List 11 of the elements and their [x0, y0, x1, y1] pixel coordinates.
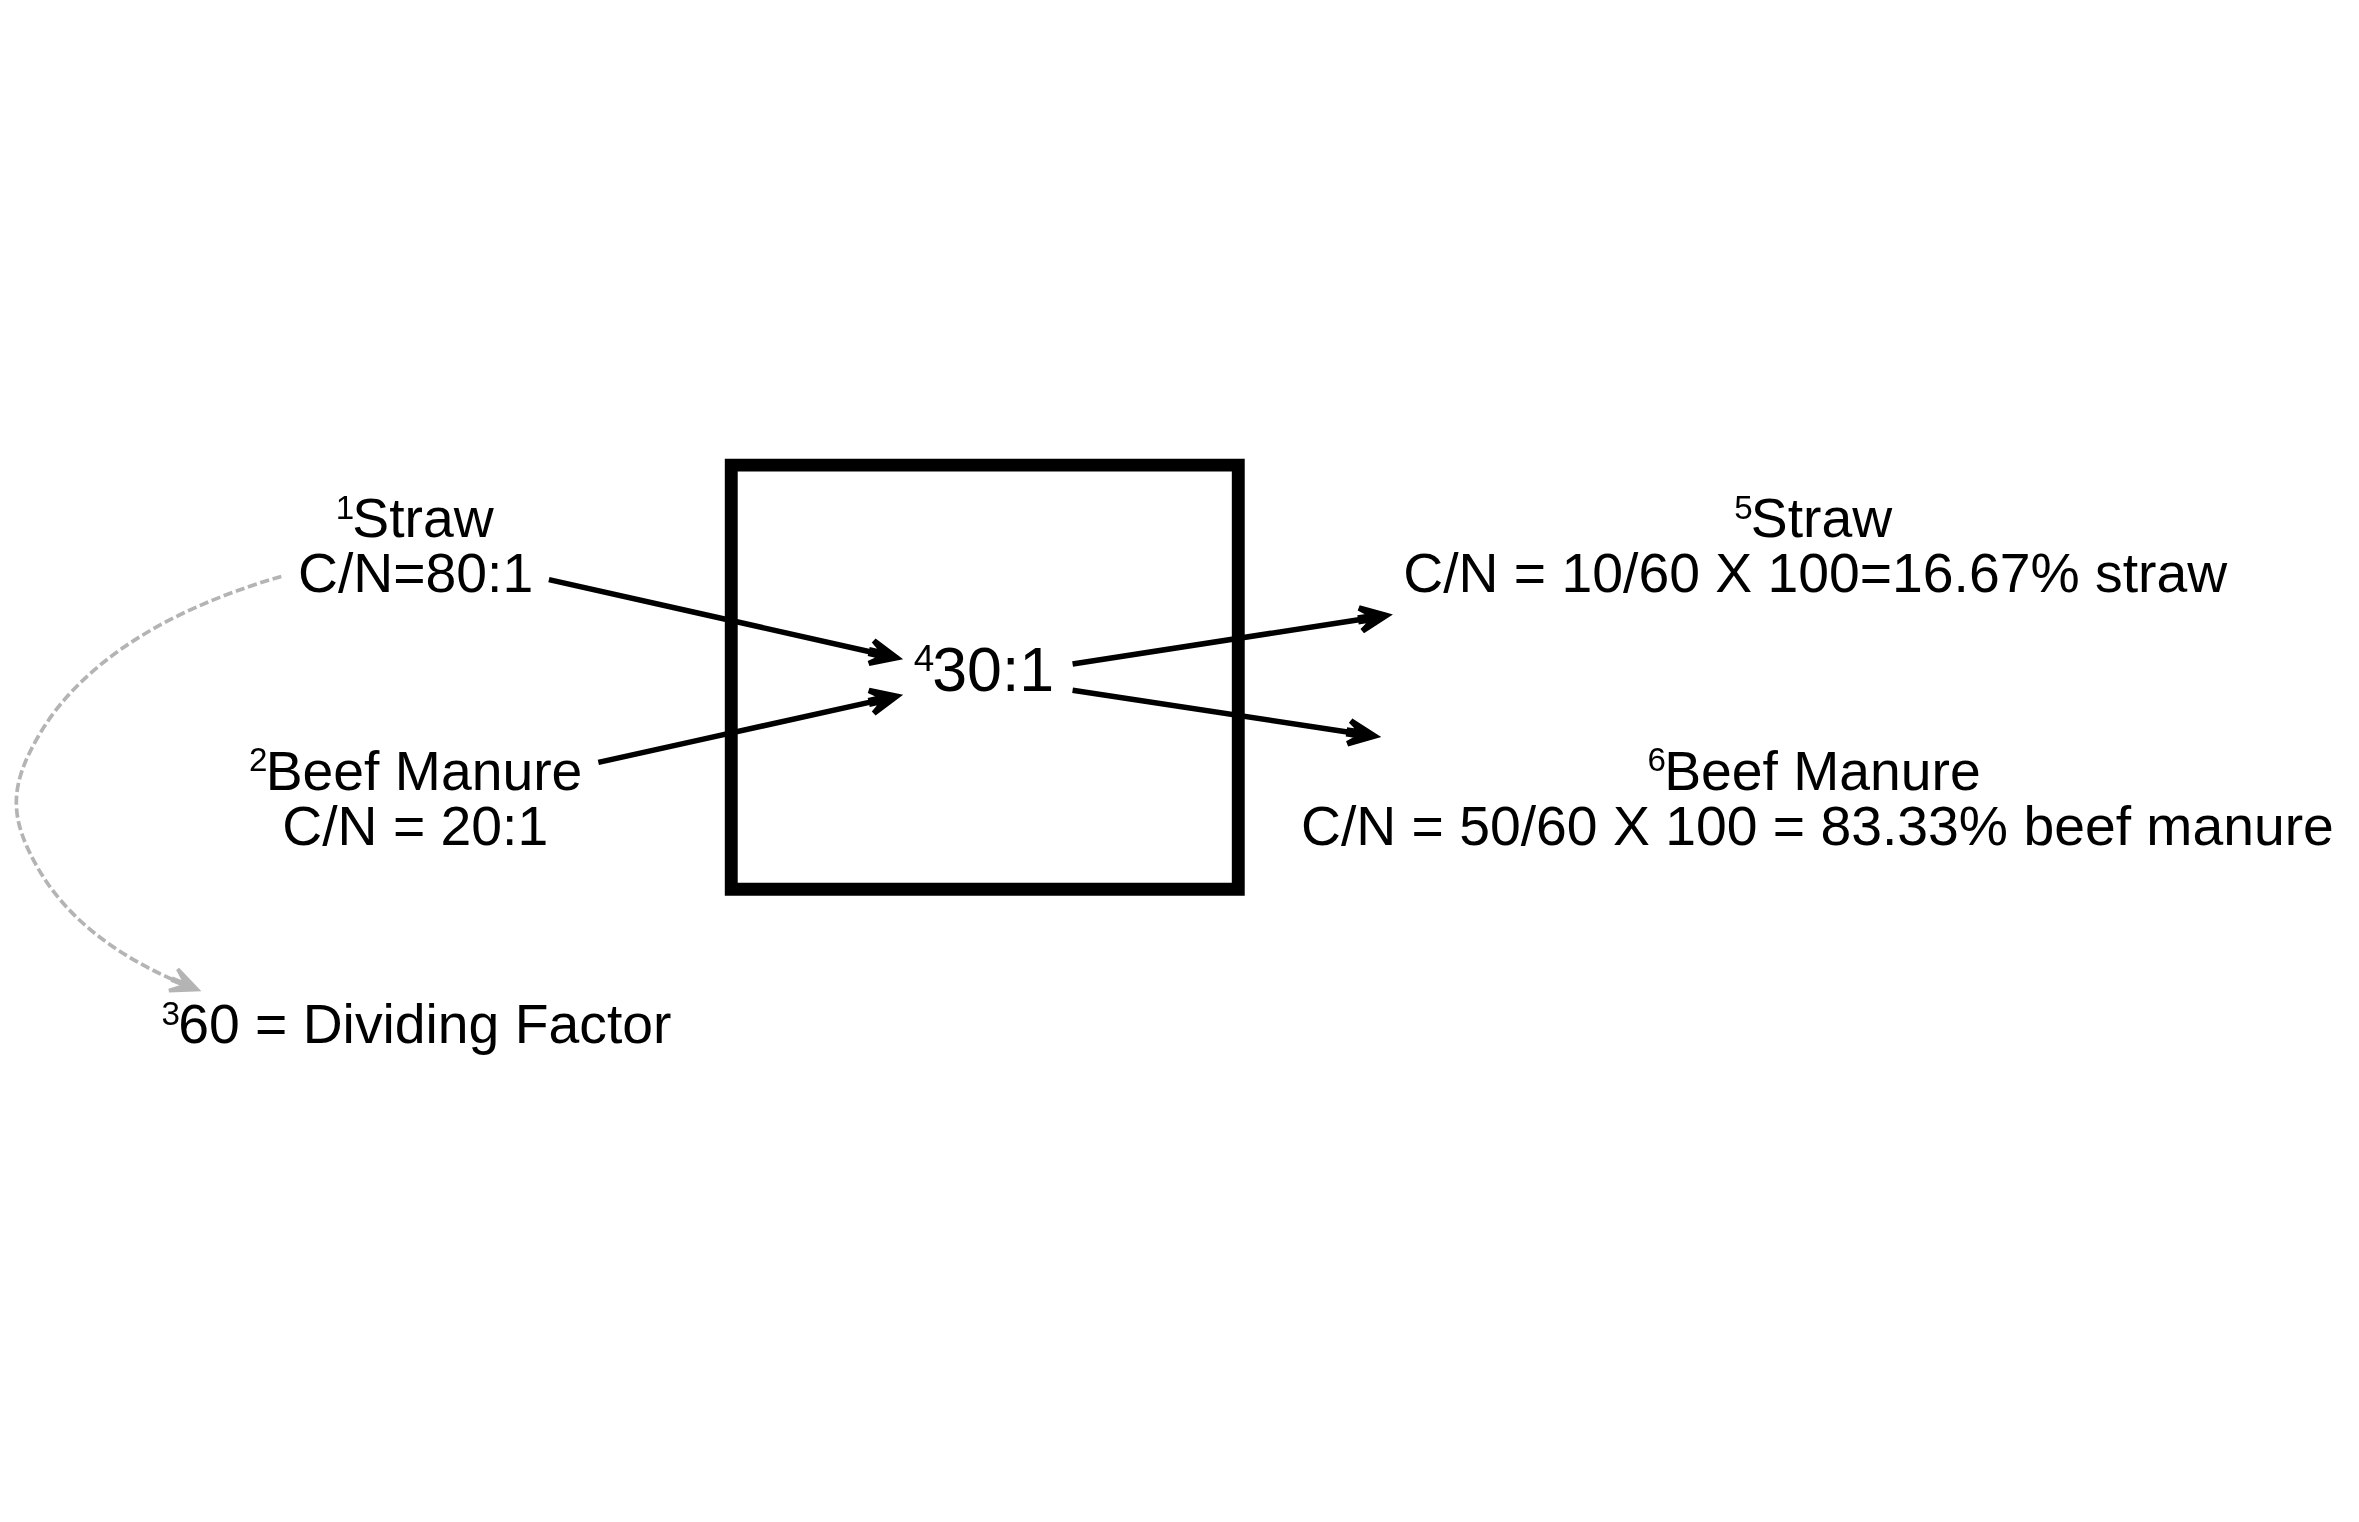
cluster	[724, 458, 1245, 896]
node-text: $^{4}$30:1	[913, 633, 1055, 704]
node-text: $^{2}$Beef Manure C/N = 20:1	[249, 739, 583, 857]
node-text: $^{6}$Beef Manure C/N = 50/60 X 100 = 83.33% beef manure	[1300, 739, 2334, 857]
node-text: $^{1}$Straw C/N=80:1	[297, 486, 534, 604]
arrow	[14, 574, 282, 992]
arrow	[548, 576, 900, 666]
arrow	[1072, 686, 1378, 746]
node-text: $^{3}$60 = Dividing Factor	[161, 992, 672, 1055]
node-text: $^{5}$Straw C/N = 10/60 X 100=16.67% straw	[1403, 486, 2228, 604]
arrow	[597, 687, 900, 765]
